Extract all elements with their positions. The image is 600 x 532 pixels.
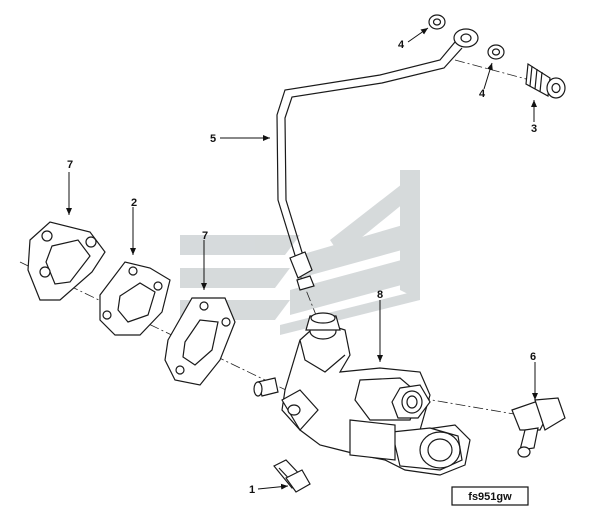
callout-1: 1 — [249, 484, 255, 496]
watermark-logo — [180, 170, 420, 335]
elbow-fitting-6 — [511, 397, 566, 458]
fuel-line-5 — [276, 28, 479, 291]
reference-code-box: fs951gw — [451, 486, 529, 506]
washer-4-lower — [487, 44, 505, 60]
callout-4-top: 4 — [398, 39, 405, 51]
callout-7-left: 7 — [67, 159, 73, 171]
callout-6: 6 — [530, 351, 536, 363]
callout-4-lower: 4 — [479, 88, 486, 100]
capscrew-1 — [273, 459, 311, 493]
gasket-7-right — [164, 297, 236, 386]
reference-code: fs951gw — [468, 491, 512, 503]
callout-2: 2 — [131, 197, 137, 209]
pump-assembly-8 — [253, 312, 471, 476]
spacer-plate-2 — [99, 261, 171, 336]
callout-8: 8 — [377, 289, 383, 301]
banjo-bolt-3 — [525, 62, 566, 99]
washer-4-top — [428, 14, 446, 30]
gasket-7-left — [27, 221, 106, 301]
callout-5: 5 — [210, 133, 216, 145]
callout-7-right: 7 — [202, 230, 208, 242]
leader-lines — [66, 27, 538, 490]
callout-3: 3 — [531, 123, 537, 135]
